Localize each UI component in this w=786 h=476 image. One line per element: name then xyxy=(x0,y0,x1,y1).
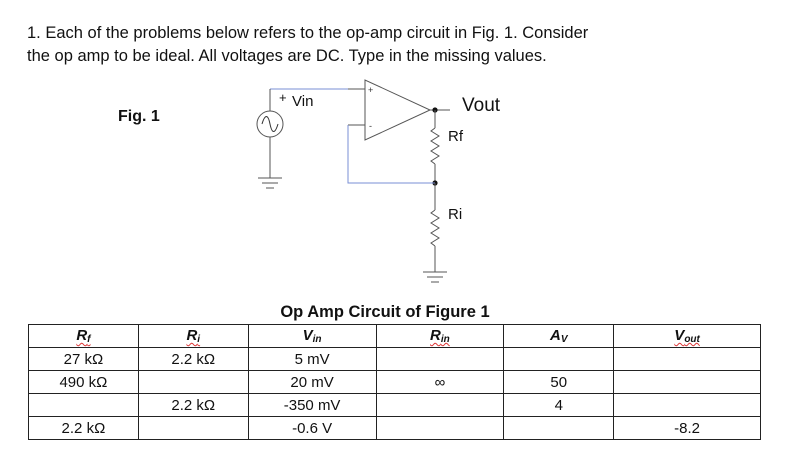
wire-feedback xyxy=(347,125,435,184)
table-row: 27 kΩ 2.2 kΩ 5 mV xyxy=(28,347,761,371)
source-plus-label: + xyxy=(279,90,287,105)
header-ri: Ri xyxy=(137,324,249,348)
cell-av[interactable] xyxy=(503,347,615,371)
header-vout: Vout xyxy=(613,324,761,348)
table-row: 2.2 kΩ -350 mV 4 xyxy=(28,393,761,417)
cell-vout[interactable] xyxy=(613,393,761,417)
cell-vout[interactable] xyxy=(613,370,761,394)
cell-rf[interactable]: 490 kΩ xyxy=(28,370,139,394)
cell-av[interactable]: 4 xyxy=(503,393,615,417)
cell-av[interactable]: 50 xyxy=(503,370,615,394)
cell-rin[interactable] xyxy=(375,416,505,440)
cell-ri[interactable] xyxy=(137,416,249,440)
cell-rf[interactable]: 2.2 kΩ xyxy=(28,416,139,440)
op-amp-plus-sign: + xyxy=(368,85,373,95)
cell-vin[interactable]: 5 mV xyxy=(247,347,377,371)
sine-wave-icon xyxy=(261,116,279,132)
figure-label: Fig. 1 xyxy=(118,108,160,125)
values-table: Rf Ri Vin Rin AV Vout 27 kΩ 2.2 kΩ 5 mV … xyxy=(28,324,761,440)
problem-line-2: the op amp to be ideal. All voltages are… xyxy=(27,47,547,65)
resistor-rf-icon xyxy=(430,127,440,165)
op-amp-triangle xyxy=(364,79,432,141)
cell-vin[interactable]: 20 mV xyxy=(247,370,377,394)
cell-av[interactable] xyxy=(503,416,615,440)
table-header-row: Rf Ri Vin Rin AV Vout xyxy=(28,324,761,348)
table-title: Op Amp Circuit of Figure 1 xyxy=(280,303,490,321)
header-rf: Rf xyxy=(28,324,139,348)
cell-ri[interactable] xyxy=(137,370,249,394)
table-row: 490 kΩ 20 mV ∞ 50 xyxy=(28,370,761,394)
cell-rf[interactable] xyxy=(28,393,139,417)
problem-statement: 1. Each of the problems below refers to … xyxy=(27,22,767,68)
vout-label: Vout xyxy=(462,95,501,116)
rf-label: Rf xyxy=(448,128,463,145)
cell-ri[interactable]: 2.2 kΩ xyxy=(137,347,249,371)
cell-rf[interactable]: 27 kΩ xyxy=(28,347,139,371)
cell-rin[interactable] xyxy=(375,393,505,417)
cell-ri[interactable]: 2.2 kΩ xyxy=(137,393,249,417)
cell-vin[interactable]: -0.6 V xyxy=(247,416,377,440)
op-amp-minus-sign: - xyxy=(369,121,372,131)
resistor-ri-icon xyxy=(430,209,440,247)
op-amp-circuit-diagram: + - xyxy=(256,79,450,283)
cell-vout[interactable] xyxy=(613,347,761,371)
cell-rin[interactable] xyxy=(375,347,505,371)
ri-label: Ri xyxy=(448,206,463,223)
cell-rin[interactable]: ∞ xyxy=(375,370,505,394)
header-av: AV xyxy=(503,324,615,348)
vin-label: Vin xyxy=(292,93,314,110)
header-rin: Rin xyxy=(375,324,505,348)
cell-vout[interactable]: -8.2 xyxy=(613,416,761,440)
table-row: 2.2 kΩ -0.6 V -8.2 xyxy=(28,416,761,440)
header-vin: Vin xyxy=(247,324,377,348)
problem-line-1: 1. Each of the problems below refers to … xyxy=(27,24,589,42)
cell-vin[interactable]: -350 mV xyxy=(247,393,377,417)
